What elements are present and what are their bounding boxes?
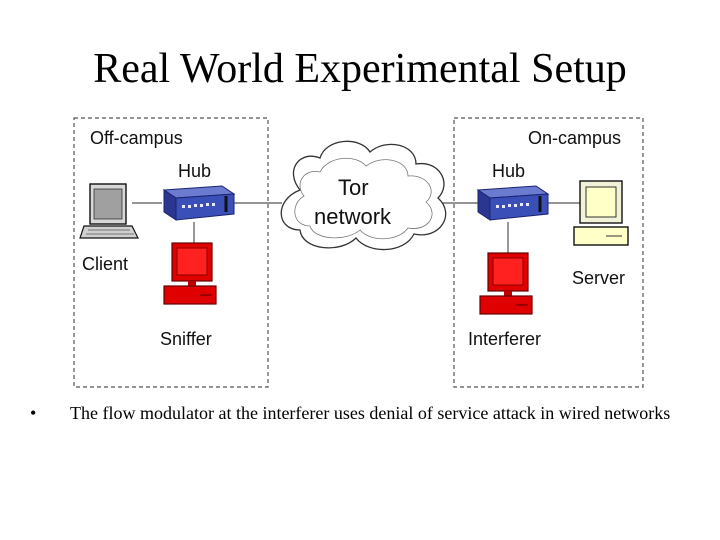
off-campus-region <box>73 117 269 388</box>
off-campus-label: Off-campus <box>90 128 183 148</box>
sniffer-label: Sniffer <box>160 329 212 349</box>
network-diagram: Off-campus On-campus Hub Client <box>73 117 644 388</box>
interferer-label: Interferer <box>468 329 541 349</box>
sniffer-pc-icon <box>163 242 217 305</box>
tor-cloud-label-line1: Tor <box>338 175 369 200</box>
on-campus-region <box>453 117 644 388</box>
bullet-text: The flow modulator at the interferer use… <box>70 403 671 423</box>
hub-left-icon <box>162 185 236 221</box>
client-laptop-icon <box>79 183 139 239</box>
bullet-item: • The flow modulator at the interferer u… <box>30 402 680 424</box>
connection-lines <box>132 202 580 254</box>
client-label: Client <box>82 254 128 274</box>
server-pc-icon <box>573 180 629 246</box>
hub-left-label: Hub <box>178 161 211 181</box>
tor-cloud-icon <box>280 140 447 251</box>
tor-cloud-label-line2: network <box>314 204 392 229</box>
server-label: Server <box>572 268 625 288</box>
hub-right-icon <box>476 185 550 221</box>
slide-title: Real World Experimental Setup <box>93 46 627 92</box>
interferer-pc-icon <box>479 252 533 315</box>
hub-right-label: Hub <box>492 161 525 181</box>
on-campus-label: On-campus <box>528 128 621 148</box>
bullet-marker: • <box>30 403 37 423</box>
